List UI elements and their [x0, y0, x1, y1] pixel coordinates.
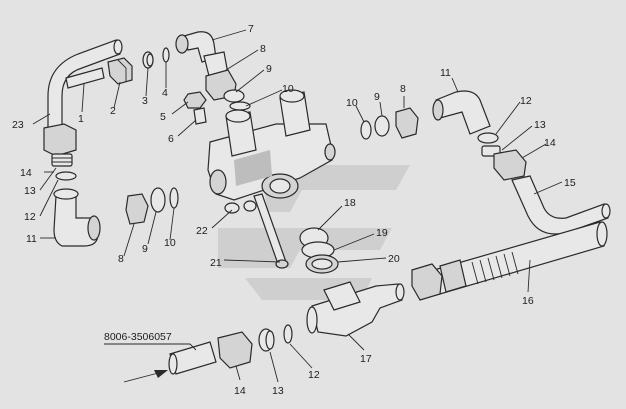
label-23: 23: [12, 119, 24, 131]
label-8-low: 8: [118, 253, 124, 265]
washer-12-right: [477, 132, 499, 144]
label-14-left: 14: [20, 167, 32, 179]
bent-pipe-23: [47, 39, 123, 133]
label-12-left: 12: [24, 211, 36, 223]
label-10-top: 10: [282, 83, 294, 95]
label-6: 6: [168, 133, 174, 145]
ring-13-left: [51, 153, 73, 167]
label-10-mid: 10: [346, 97, 358, 109]
pipe-15: [511, 175, 611, 235]
label-7: 7: [248, 23, 254, 35]
label-8-mid: 8: [400, 83, 406, 95]
nut-5: [183, 91, 207, 109]
label-13-right: 13: [534, 119, 546, 131]
leader-lines: [32, 29, 563, 383]
label-11-right: 11: [440, 67, 451, 79]
nut-14-left: [43, 123, 77, 157]
label-22: 22: [196, 225, 208, 237]
label-4: 4: [162, 87, 168, 99]
valve-body: [207, 89, 336, 201]
label-13-left: 13: [24, 185, 36, 197]
ring-13-bottom: [258, 328, 275, 352]
nut-2: [107, 57, 133, 85]
ring-20: [305, 254, 339, 274]
nut-14-bottom: [217, 331, 253, 369]
tee-17: [306, 281, 405, 337]
label-11-left: 11: [26, 233, 37, 245]
label-12-bottom: 12: [308, 369, 320, 381]
label-15: 15: [564, 177, 576, 189]
ring-9-mid: [374, 115, 390, 137]
label-9-low: 9: [142, 243, 148, 255]
washer-10-mid: [360, 120, 372, 140]
washer-4: [162, 47, 170, 63]
label-1: 1: [78, 113, 84, 125]
label-14-bottom: 14: [234, 385, 246, 397]
hose-16: [433, 221, 608, 295]
label-20: 20: [388, 253, 400, 265]
elbow-11-right: [432, 90, 491, 135]
washer-22: [224, 200, 257, 214]
label-13-bottom: 13: [272, 385, 284, 397]
label-12-right: 12: [520, 95, 532, 107]
label-17: 17: [360, 353, 372, 365]
pipe-stub: [168, 341, 217, 375]
label-18: 18: [344, 197, 356, 209]
nipple-pipe-1: [65, 67, 105, 89]
label-19: 19: [376, 227, 388, 239]
fitting-6: [193, 107, 207, 125]
ring-3: [142, 51, 154, 69]
nut-8-low: [125, 193, 149, 225]
elbow-11-left: [53, 188, 101, 247]
label-16: 16: [522, 295, 534, 307]
washer-10-low: [169, 187, 179, 209]
ring-9-top: [223, 89, 245, 103]
label-3: 3: [142, 95, 148, 107]
ring-9-low: [150, 187, 166, 213]
label-10-low: 10: [164, 237, 176, 249]
label-9-mid: 9: [374, 91, 380, 103]
washer-12-left: [55, 171, 77, 181]
washer-12-bottom: [283, 324, 293, 344]
label-9-top: 9: [266, 63, 272, 75]
nut-8-mid: [395, 107, 419, 139]
callout-labels: 23 1 2 3 4 7 8 9 10 5 6 10 9 8 11 12 13 …: [12, 23, 576, 397]
nut-14-right: [493, 149, 527, 181]
flow-arrow-icon: [123, 370, 168, 383]
label-14-right: 14: [544, 137, 556, 149]
elbow-7: [175, 31, 229, 81]
label-8-top: 8: [260, 43, 266, 55]
label-2: 2: [110, 105, 116, 117]
label-21: 21: [210, 257, 222, 269]
label-5: 5: [160, 111, 166, 123]
nut-14-hose: [411, 263, 443, 301]
part-code-label: 8006-3506057: [104, 331, 172, 343]
